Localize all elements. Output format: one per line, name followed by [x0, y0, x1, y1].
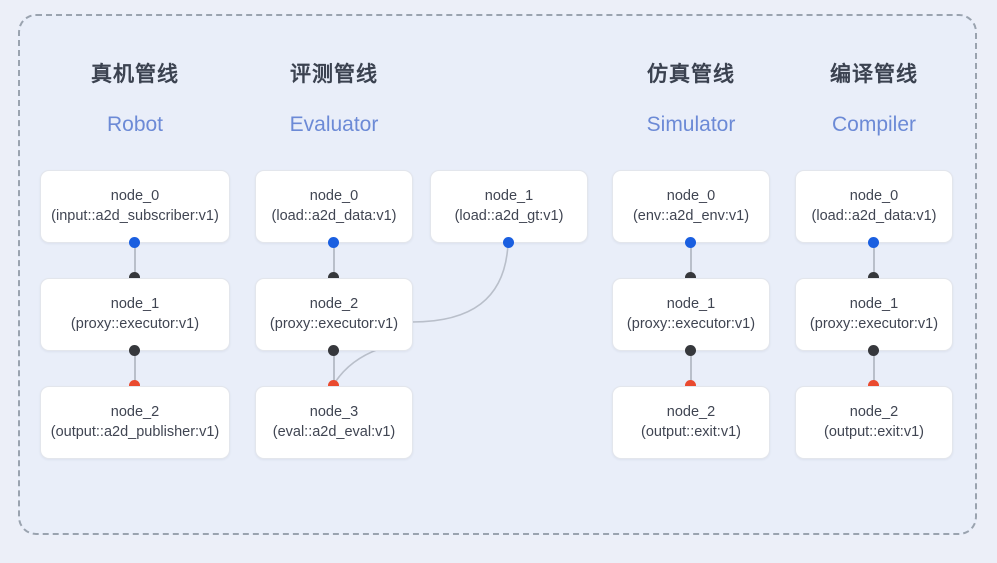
- edge-compiler-1-2: [873, 350, 875, 388]
- node-compiler-2[interactable]: node_2 (output::exit:v1): [795, 386, 953, 459]
- edge-compiler-0-1: [873, 242, 875, 280]
- node-spec: (output::a2d_publisher:v1): [50, 423, 220, 440]
- edge-simulator-1-2: [690, 350, 692, 388]
- node-name: node_2: [309, 295, 359, 312]
- node-spec: (load::a2d_data:v1): [271, 207, 397, 224]
- node-simulator-0[interactable]: node_0 (env::a2d_env:v1): [612, 170, 770, 243]
- input-port-dot-simulator-1: [685, 272, 696, 283]
- terminal-port-dot-simulator-2: [685, 380, 696, 391]
- output-port-dot-compiler-0: [868, 237, 879, 248]
- terminal-port-dot-evaluator-3: [328, 380, 339, 391]
- node-spec: (input::a2d_subscriber:v1): [51, 207, 219, 224]
- terminal-port-dot-robot-2: [129, 380, 140, 391]
- node-name: node_0: [849, 187, 899, 204]
- edge-evaluator-0-2: [333, 242, 335, 280]
- node-robot-0[interactable]: node_0 (input::a2d_subscriber:v1): [40, 170, 230, 243]
- edge-robot-1-2: [134, 350, 136, 388]
- node-name: node_0: [666, 187, 716, 204]
- terminal-port-dot-compiler-2: [868, 380, 879, 391]
- node-name: node_1: [484, 187, 534, 204]
- input-port-dot-evaluator-2: [328, 272, 339, 283]
- node-name: node_0: [110, 187, 160, 204]
- node-spec: (eval::a2d_eval:v1): [272, 423, 396, 440]
- output-port-dot-compiler-1: [868, 345, 879, 356]
- node-spec: (output::exit:v1): [824, 423, 924, 440]
- output-port-dot-evaluator-0: [328, 237, 339, 248]
- node-name: node_2: [666, 403, 716, 420]
- node-evaluator-3[interactable]: node_3 (eval::a2d_eval:v1): [255, 386, 413, 459]
- node-name: node_3: [309, 403, 359, 420]
- node-name: node_1: [666, 295, 716, 312]
- node-simulator-1[interactable]: node_1 (proxy::executor:v1): [612, 278, 770, 351]
- node-name: node_1: [110, 295, 160, 312]
- output-port-dot-simulator-0: [685, 237, 696, 248]
- input-port-dot-compiler-1: [868, 272, 879, 283]
- edge-robot-0-1: [134, 242, 136, 280]
- node-spec: (proxy::executor:v1): [269, 315, 399, 332]
- node-spec: (output::exit:v1): [641, 423, 741, 440]
- node-compiler-0[interactable]: node_0 (load::a2d_data:v1): [795, 170, 953, 243]
- node-evaluator-2[interactable]: node_2 (proxy::executor:v1): [255, 278, 413, 351]
- node-spec: (load::a2d_data:v1): [811, 207, 937, 224]
- node-robot-1[interactable]: node_1 (proxy::executor:v1): [40, 278, 230, 351]
- output-port-dot-robot-0: [129, 237, 140, 248]
- node-name: node_2: [110, 403, 160, 420]
- node-evaluator-0[interactable]: node_0 (load::a2d_data:v1): [255, 170, 413, 243]
- node-spec: (proxy::executor:v1): [626, 315, 756, 332]
- node-evaluator-gt[interactable]: node_1 (load::a2d_gt:v1): [430, 170, 588, 243]
- node-name: node_0: [309, 187, 359, 204]
- input-port-dot-robot-1: [129, 272, 140, 283]
- output-port-dot-evaluator-2: [328, 345, 339, 356]
- output-port-dot-robot-1: [129, 345, 140, 356]
- node-spec: (proxy::executor:v1): [809, 315, 939, 332]
- output-port-dot-simulator-1: [685, 345, 696, 356]
- node-spec: (env::a2d_env:v1): [632, 207, 750, 224]
- node-compiler-1[interactable]: node_1 (proxy::executor:v1): [795, 278, 953, 351]
- output-port-dot-evaluator-gt: [503, 237, 514, 248]
- node-robot-2[interactable]: node_2 (output::a2d_publisher:v1): [40, 386, 230, 459]
- node-name: node_2: [849, 403, 899, 420]
- node-spec: (proxy::executor:v1): [70, 315, 200, 332]
- edge-evaluator-2-3: [333, 350, 335, 388]
- edge-simulator-0-1: [690, 242, 692, 280]
- node-name: node_1: [849, 295, 899, 312]
- node-spec: (load::a2d_gt:v1): [454, 207, 564, 224]
- node-simulator-2[interactable]: node_2 (output::exit:v1): [612, 386, 770, 459]
